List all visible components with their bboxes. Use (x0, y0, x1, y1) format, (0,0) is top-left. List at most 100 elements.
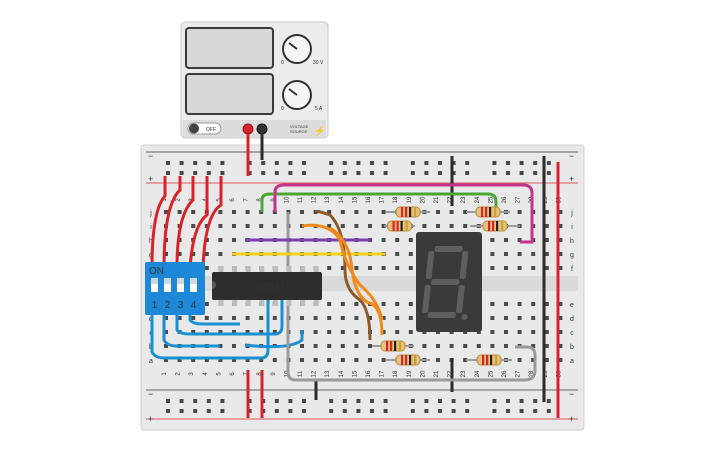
rail-hole[interactable] (193, 409, 198, 413)
breadboard-hole[interactable] (232, 358, 236, 362)
rail-hole[interactable] (274, 399, 279, 403)
breadboard-hole[interactable] (313, 316, 318, 320)
breadboard-hole[interactable] (368, 266, 372, 270)
breadboard-hole[interactable] (558, 210, 563, 214)
breadboard-hole[interactable] (463, 224, 468, 228)
breadboard-hole[interactable] (368, 316, 372, 320)
breadboard-hole[interactable] (164, 210, 168, 214)
breadboard-hole[interactable] (177, 210, 182, 214)
breadboard-hole[interactable] (381, 302, 386, 306)
breadboard-hole[interactable] (517, 316, 522, 320)
rail-hole[interactable] (206, 161, 211, 165)
rail-hole[interactable] (342, 171, 347, 175)
rail-hole[interactable] (533, 409, 538, 413)
negative-terminal[interactable] (256, 123, 268, 135)
rail-hole[interactable] (383, 161, 388, 165)
breadboard-hole[interactable] (218, 358, 223, 362)
breadboard-hole[interactable] (395, 330, 400, 334)
breadboard-hole[interactable] (436, 224, 440, 228)
breadboard-hole[interactable] (164, 344, 168, 348)
breadboard-hole[interactable] (381, 358, 386, 362)
resistor[interactable] (466, 354, 512, 366)
breadboard-hole[interactable] (368, 210, 372, 214)
breadboard-hole[interactable] (531, 358, 536, 362)
breadboard-hole[interactable] (544, 330, 549, 334)
wire-magenta[interactable] (273, 183, 534, 244)
rail-hole[interactable] (220, 409, 225, 413)
rail-hole[interactable] (206, 171, 211, 175)
breadboard-hole[interactable] (177, 252, 182, 256)
dip-toggle[interactable] (151, 278, 158, 292)
breadboard-hole[interactable] (558, 252, 563, 256)
rail-hole[interactable] (288, 399, 293, 403)
rail-hole[interactable] (179, 171, 184, 175)
rail-hole[interactable] (220, 399, 225, 403)
rail-hole[interactable] (247, 409, 252, 413)
breadboard-hole[interactable] (558, 344, 563, 348)
rail-hole[interactable] (383, 171, 388, 175)
rail-hole[interactable] (370, 171, 374, 175)
rail-hole[interactable] (288, 161, 293, 165)
breadboard-hole[interactable] (191, 358, 196, 362)
breadboard-hole[interactable] (300, 210, 304, 214)
breadboard-hole[interactable] (300, 316, 304, 320)
breadboard-hole[interactable] (463, 358, 468, 362)
breadboard-hole[interactable] (558, 316, 563, 320)
breadboard-hole[interactable] (327, 266, 332, 270)
rail-hole[interactable] (506, 399, 510, 403)
breadboard-hole[interactable] (544, 224, 549, 228)
rail-hole[interactable] (179, 161, 184, 165)
breadboard-hole[interactable] (164, 330, 168, 334)
rail-hole[interactable] (546, 171, 551, 175)
breadboard-hole[interactable] (544, 358, 549, 362)
breadboard-hole[interactable] (408, 252, 413, 256)
breadboard-hole[interactable] (191, 330, 196, 334)
breadboard-hole[interactable] (232, 344, 236, 348)
breadboard-hole[interactable] (218, 238, 223, 242)
wire-orange-2[interactable] (329, 226, 384, 336)
rail-hole[interactable] (438, 399, 442, 403)
rail-hole[interactable] (438, 409, 442, 413)
rail-hole[interactable] (383, 409, 388, 413)
breadboard-hole[interactable] (504, 302, 508, 306)
rail-hole[interactable] (302, 409, 306, 413)
dip-toggle[interactable] (190, 278, 197, 292)
rail-hole[interactable] (519, 171, 524, 175)
breadboard-hole[interactable] (232, 210, 236, 214)
breadboard-hole[interactable] (232, 238, 236, 242)
rail-hole[interactable] (220, 161, 225, 165)
rail-hole[interactable] (451, 399, 456, 403)
rail-hole[interactable] (247, 171, 252, 175)
breadboard-hole[interactable] (245, 224, 250, 228)
rail-hole[interactable] (533, 161, 538, 165)
rail-hole[interactable] (302, 399, 306, 403)
breadboard-hole[interactable] (490, 266, 495, 270)
breadboard-hole[interactable] (463, 344, 468, 348)
breadboard-hole[interactable] (368, 358, 372, 362)
breadboard-hole[interactable] (327, 210, 332, 214)
breadboard-hole[interactable] (408, 238, 413, 242)
dip-toggle[interactable] (177, 278, 184, 292)
rail-hole[interactable] (342, 399, 347, 403)
breadboard-hole[interactable] (544, 210, 549, 214)
rail-hole[interactable] (533, 399, 538, 403)
breadboard-hole[interactable] (517, 210, 522, 214)
breadboard-hole[interactable] (422, 224, 427, 228)
resistor[interactable] (384, 220, 415, 232)
breadboard-hole[interactable] (354, 316, 359, 320)
breadboard-hole[interactable] (340, 316, 345, 320)
rail-hole[interactable] (261, 161, 266, 165)
breadboard-hole[interactable] (504, 266, 508, 270)
breadboard-hole[interactable] (558, 358, 563, 362)
breadboard-hole[interactable] (177, 316, 182, 320)
breadboard-hole[interactable] (232, 330, 236, 334)
breadboard-hole[interactable] (449, 210, 454, 214)
breadboard-hole[interactable] (544, 344, 549, 348)
breadboard-hole[interactable] (354, 224, 359, 228)
breadboard-hole[interactable] (395, 238, 400, 242)
rail-hole[interactable] (424, 409, 429, 413)
rail-hole[interactable] (546, 409, 551, 413)
breadboard-hole[interactable] (381, 224, 386, 228)
breadboard-hole[interactable] (204, 358, 209, 362)
wire-green[interactable] (260, 192, 498, 212)
